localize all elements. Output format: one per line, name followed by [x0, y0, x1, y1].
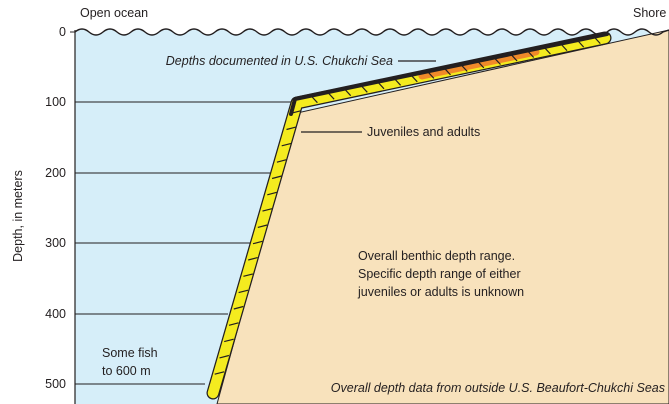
shore-label: Shore [633, 6, 666, 20]
benthic-note-line3: juveniles or adults is unknown [357, 285, 524, 299]
tick-400: 400 [45, 307, 66, 321]
depth-tick-labels: 0 100 200 300 400 500 [45, 25, 66, 391]
tick-500: 500 [45, 377, 66, 391]
benthic-note-line1: Overall benthic depth range. [358, 249, 515, 263]
tick-0: 0 [59, 25, 66, 39]
open-ocean-label: Open ocean [80, 6, 148, 20]
y-axis-title: Depth, in meters [11, 170, 25, 262]
tick-200: 200 [45, 166, 66, 180]
benthic-note-line2: Specific depth range of either [358, 267, 521, 281]
some-fish-line1: Some fish [102, 346, 158, 360]
outside-data-note: Overall depth data from outside U.S. Bea… [331, 381, 665, 395]
tick-300: 300 [45, 236, 66, 250]
some-fish-line2: to 600 m [102, 364, 151, 378]
chukchi-note: Depths documented in U.S. Chukchi Sea [166, 54, 393, 68]
juveniles-adults-label: Juveniles and adults [367, 125, 480, 139]
tick-100: 100 [45, 95, 66, 109]
